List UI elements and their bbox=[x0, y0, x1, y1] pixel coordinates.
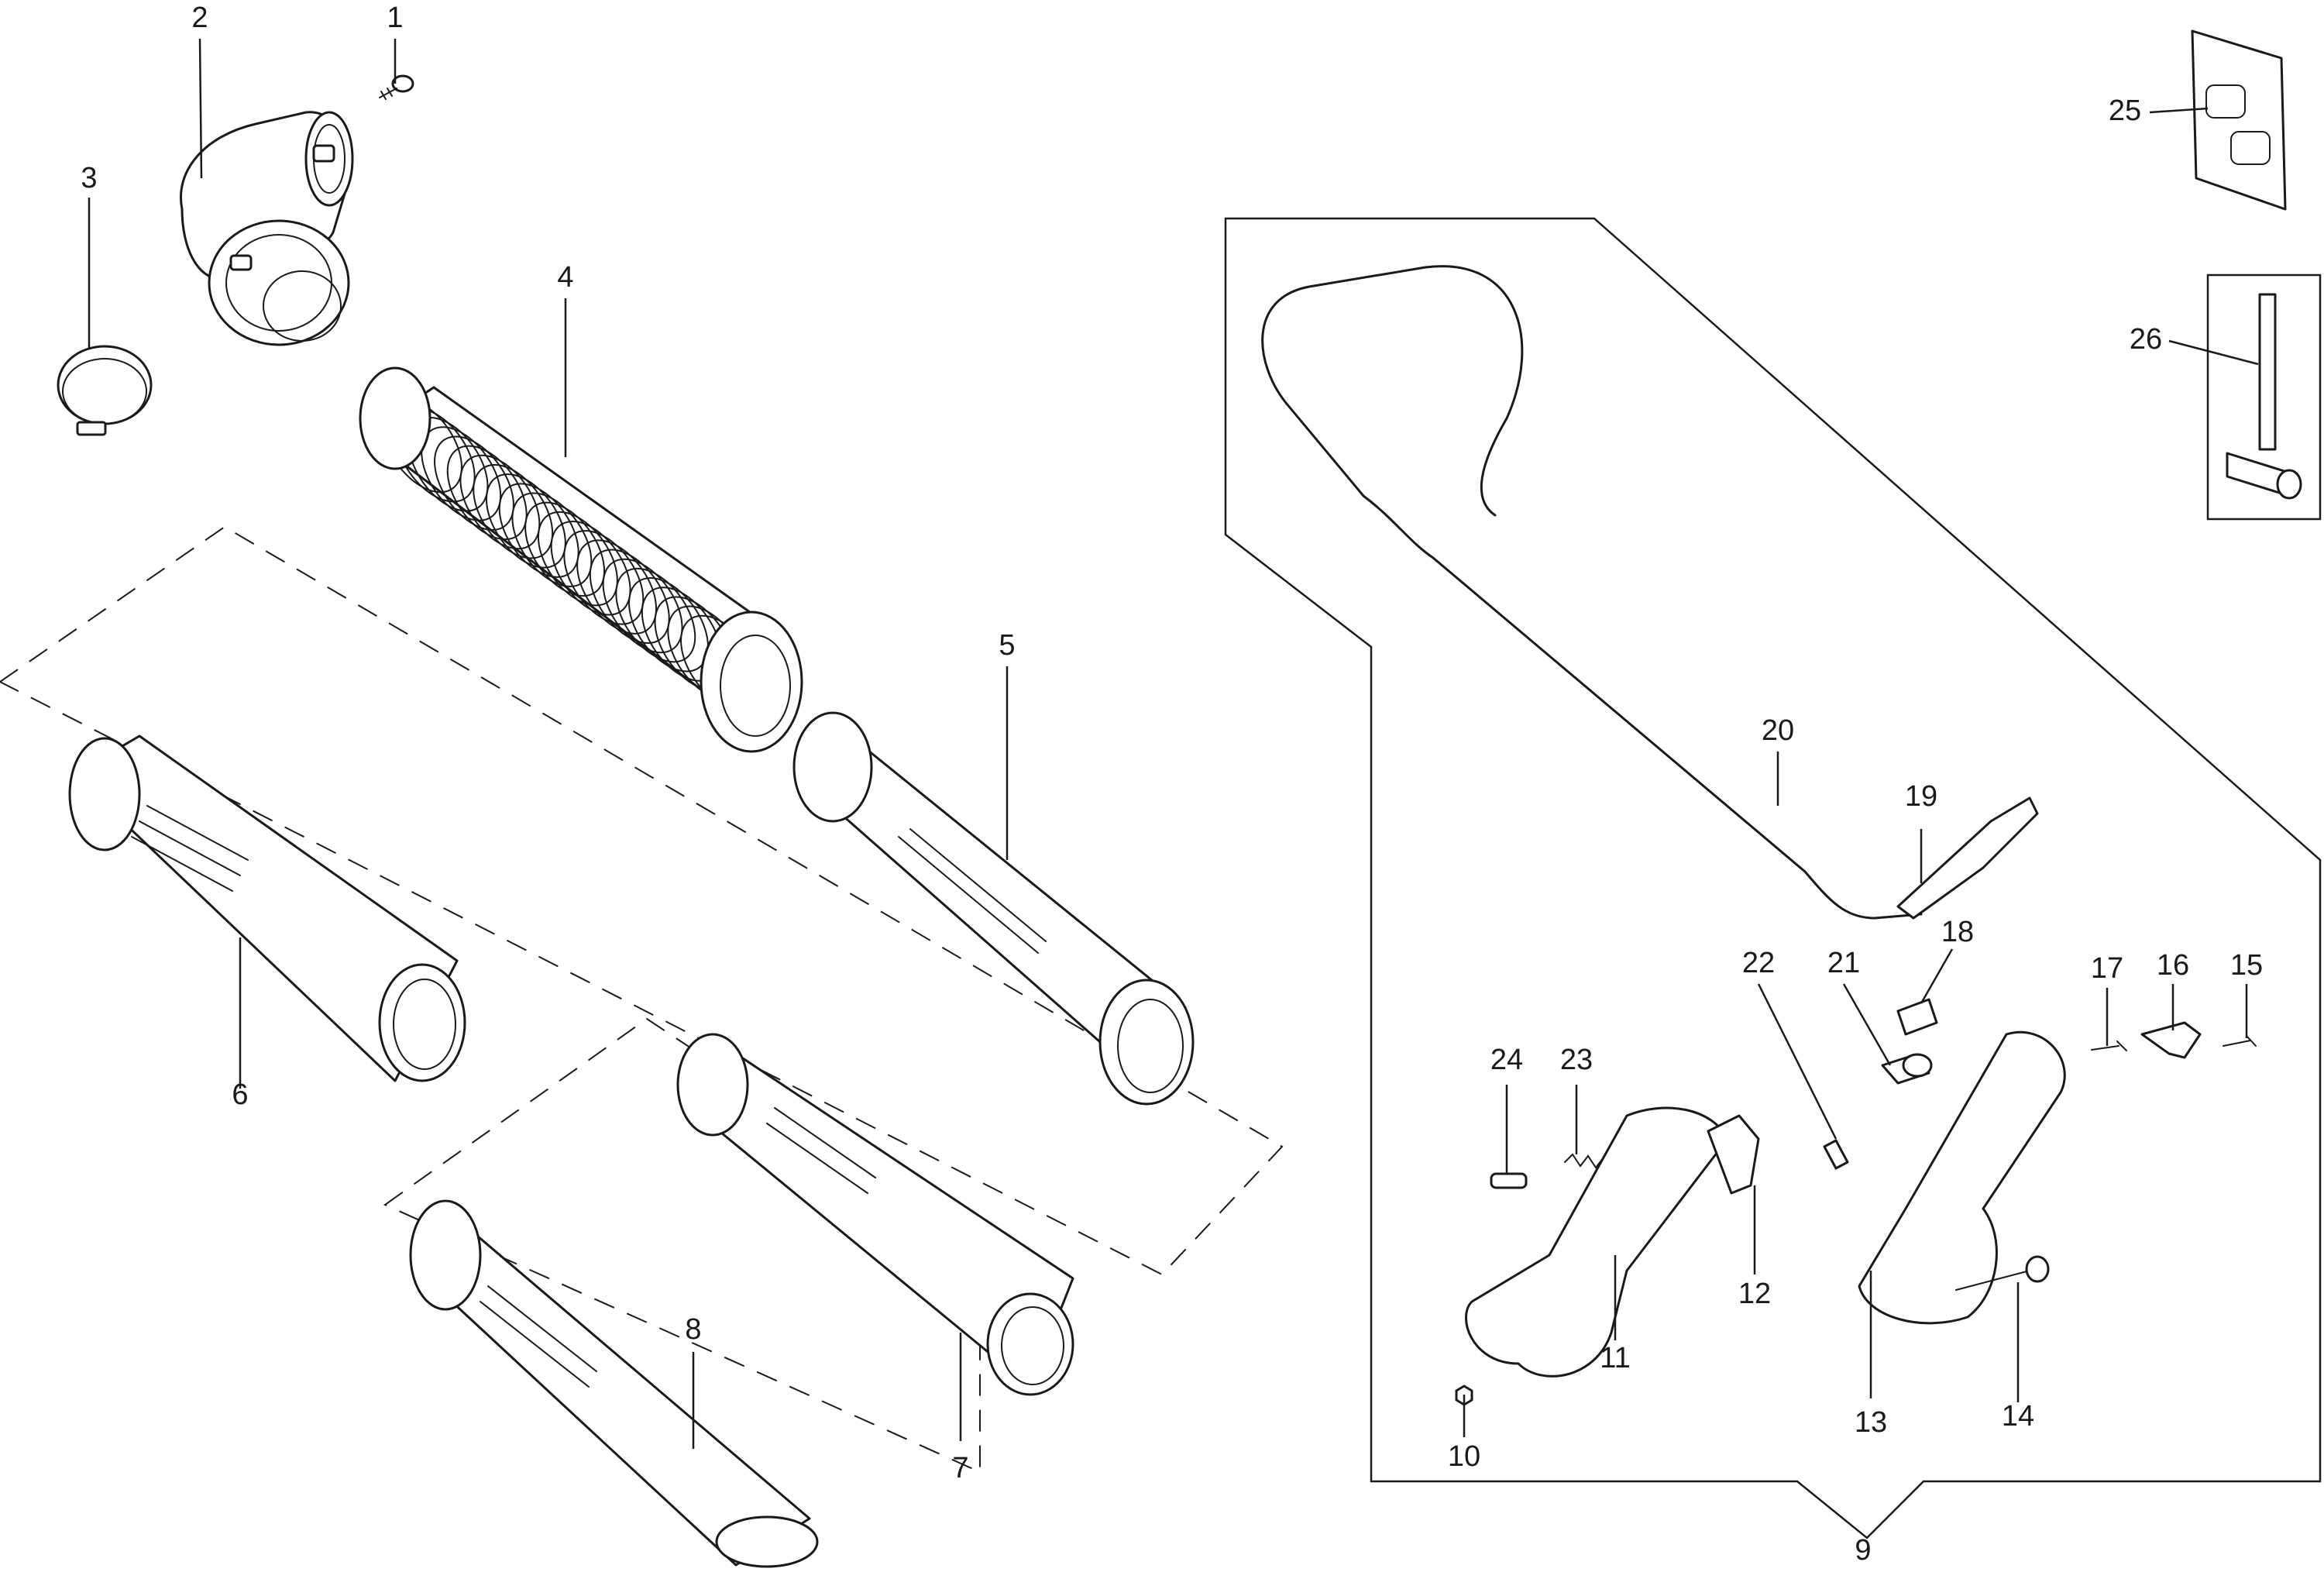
callout-26: 26 bbox=[2130, 323, 2162, 356]
callout-23: 23 bbox=[1560, 1044, 1593, 1076]
callout-18: 18 bbox=[1941, 916, 1974, 948]
handle-assembly-frame bbox=[1224, 217, 2322, 1539]
part-21-lever bbox=[1881, 1053, 1933, 1085]
part-8-flat-nozzle bbox=[409, 1199, 819, 1568]
callout-16: 16 bbox=[2157, 949, 2189, 982]
callout-2: 2 bbox=[191, 2, 208, 34]
part-4-flex-tube bbox=[359, 366, 803, 753]
callout-17: 17 bbox=[2091, 952, 2123, 985]
callout-19: 19 bbox=[1905, 780, 1937, 813]
part-6-blower-tube bbox=[68, 734, 466, 1082]
leader-lines bbox=[88, 38, 2259, 1449]
callout-9: 9 bbox=[1855, 1534, 1871, 1567]
part-1-screw bbox=[379, 74, 414, 100]
part-5-straight-tube bbox=[792, 711, 1195, 1106]
part-26-wrench bbox=[2206, 273, 2322, 521]
callout-25: 25 bbox=[2109, 95, 2141, 127]
callout-22: 22 bbox=[1742, 947, 1775, 979]
part-15-screw bbox=[2223, 1035, 2257, 1047]
part-19-bracket bbox=[1896, 796, 2039, 920]
callout-15: 15 bbox=[2230, 949, 2263, 982]
part-23-spring bbox=[1564, 1153, 1604, 1169]
part-3-clamp bbox=[57, 345, 153, 436]
part-16-lever bbox=[2140, 1021, 2202, 1059]
part-2-elbow bbox=[180, 111, 354, 346]
callout-1: 1 bbox=[387, 2, 403, 34]
callout-10: 10 bbox=[1448, 1440, 1480, 1473]
part-25-decal bbox=[2191, 29, 2287, 211]
callout-24: 24 bbox=[1490, 1044, 1523, 1076]
tube-set-dashed-outline bbox=[0, 525, 1284, 1276]
part-12-trigger bbox=[1707, 1114, 1760, 1195]
callout-6: 6 bbox=[232, 1078, 248, 1111]
callout-8: 8 bbox=[685, 1313, 701, 1346]
part-20-throttle-cable bbox=[1261, 265, 1923, 920]
callout-5: 5 bbox=[999, 629, 1015, 662]
callout-21: 21 bbox=[1827, 947, 1860, 979]
part-17-screw bbox=[2091, 1041, 2127, 1051]
part-14-screw bbox=[1955, 1255, 2050, 1291]
part-18-switch bbox=[1896, 998, 1938, 1036]
callout-7: 7 bbox=[952, 1452, 968, 1484]
callout-labels: 1 2 3 4 5 6 7 8 9 10 11 12 13 14 15 16 1… bbox=[81, 2, 2263, 1567]
part-7-round-nozzle bbox=[676, 1033, 1074, 1396]
part-11-handle bbox=[1465, 1106, 1729, 1378]
part-13-handle bbox=[1858, 1030, 2066, 1325]
callout-4: 4 bbox=[557, 261, 573, 294]
callout-14: 14 bbox=[2002, 1400, 2034, 1433]
part-24-pin bbox=[1490, 1172, 1528, 1189]
callout-11: 11 bbox=[1600, 1342, 1630, 1374]
callout-20: 20 bbox=[1762, 714, 1794, 747]
part-22-screw bbox=[1823, 1139, 1849, 1170]
callout-12: 12 bbox=[1738, 1278, 1771, 1310]
callout-13: 13 bbox=[1855, 1406, 1887, 1439]
callout-3: 3 bbox=[81, 162, 97, 194]
